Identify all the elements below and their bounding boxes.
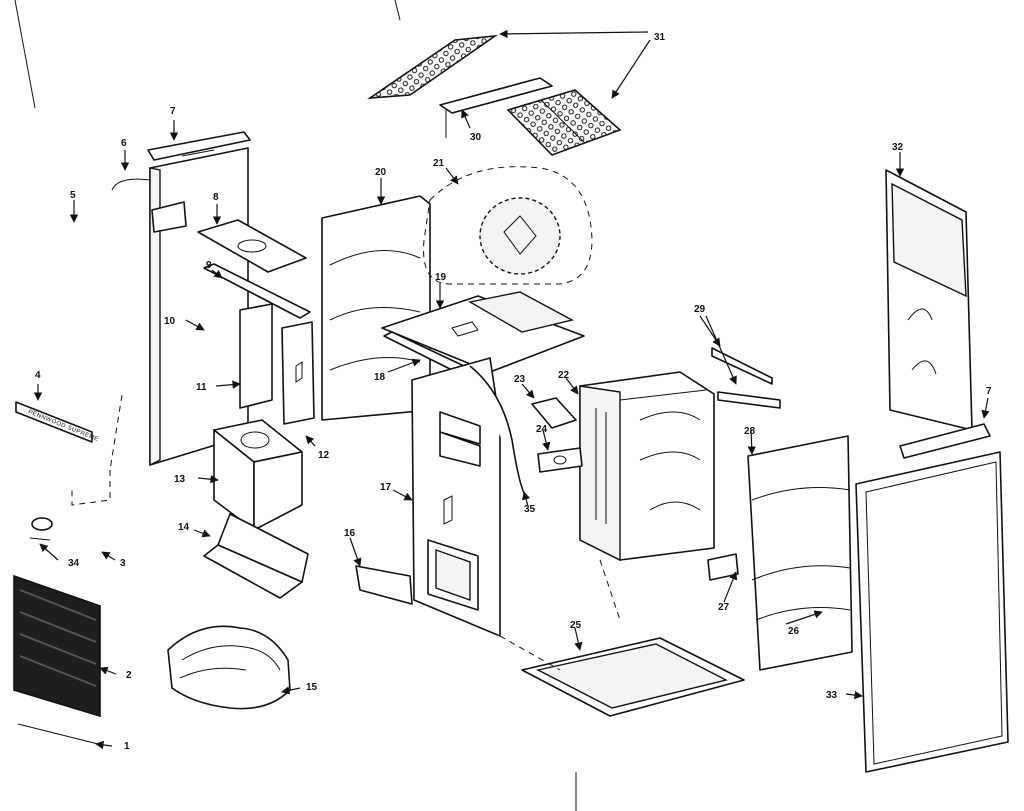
blower-21 [423, 166, 593, 285]
part-label-27: 27 [718, 602, 730, 613]
part-label-25: 25 [570, 620, 582, 631]
bracket-16 [355, 565, 413, 605]
rear-panel-20 [321, 195, 431, 421]
nameplate-text: PENNWOOD SUPREME [27, 409, 99, 443]
rail-9 [203, 263, 311, 319]
part-label-28: 28 [744, 426, 756, 437]
blower-base-13 [213, 419, 303, 531]
part-label-32: 32 [892, 142, 904, 153]
handle-bar-7-right [899, 423, 991, 459]
part-label-31: 31 [654, 32, 666, 43]
dashed-connector [499, 635, 561, 671]
rail-29-a [711, 347, 773, 385]
bracket-27 [707, 553, 739, 581]
part-label-2: 2 [126, 670, 132, 681]
part-label-19: 19 [435, 272, 447, 283]
cover-plate-11 [239, 303, 273, 409]
heat-exchanger-22 [579, 371, 715, 562]
part-label-4: 4 [35, 370, 41, 381]
dashed-connector [599, 559, 621, 621]
cabinet-side-panel [149, 147, 249, 467]
part-label-5: 5 [70, 190, 76, 201]
air-filter-frame [439, 77, 553, 138]
part-label-34: 34 [68, 558, 80, 569]
air-filter-right [506, 89, 622, 156]
nameplate-4: PENNWOOD SUPREME [15, 401, 99, 443]
part-label-17: 17 [380, 482, 392, 493]
cabinet-bracket-6 [111, 178, 187, 233]
small-part-34 [29, 517, 53, 541]
part-label-8: 8 [213, 192, 219, 203]
part-label-35: 35 [524, 504, 536, 515]
part-label-11: 11 [196, 382, 207, 393]
base-edge-1 [17, 723, 99, 745]
part-label-23: 23 [514, 374, 526, 385]
dashed-outline-left [71, 394, 123, 506]
air-filter-left [367, 34, 498, 100]
part-label-29: 29 [694, 304, 706, 315]
tube-35 [469, 365, 527, 497]
filter-grille-2 [13, 574, 101, 718]
part-label-3: 3 [120, 558, 126, 569]
part-label-6: 6 [121, 138, 127, 149]
burner-assembly-24 [537, 447, 583, 473]
part-label-12: 12 [318, 450, 330, 461]
part-label-14: 14 [178, 522, 190, 533]
cover-plate-12 [281, 321, 315, 425]
cabinet-top-panel [147, 131, 251, 161]
part-label-18: 18 [374, 372, 386, 383]
part-label-30: 30 [470, 132, 482, 143]
part-label-20: 20 [375, 167, 387, 178]
part-label-15: 15 [306, 682, 318, 693]
rail-29-b [717, 391, 781, 409]
part-label-26: 26 [788, 626, 800, 637]
border-mark [394, 0, 401, 21]
part-label-9: 9 [206, 260, 212, 271]
part-label-22: 22 [558, 370, 570, 381]
shield-14 [203, 513, 309, 599]
mounting-plate-8 [197, 219, 307, 273]
part-label-7-right: 7 [986, 386, 992, 397]
part-labels: 1 2 3 4 5 6 7 8 9 10 11 12 13 14 15 16 1… [35, 32, 992, 752]
front-panel-17 [411, 357, 501, 637]
part-label-10: 10 [164, 316, 176, 327]
part-label-21: 21 [433, 158, 445, 169]
border-mark [14, 0, 36, 109]
part-label-33: 33 [826, 690, 838, 701]
part-label-13: 13 [174, 474, 186, 485]
part-label-7: 7 [170, 106, 176, 117]
part-label-1: 1 [124, 741, 130, 752]
door-frame-32 [885, 169, 973, 431]
leader-lines [33, 29, 990, 750]
base-pan-25 [521, 637, 745, 717]
part-label-24: 24 [536, 424, 548, 435]
part-label-16: 16 [344, 528, 356, 539]
blower-deck-19 [381, 291, 585, 373]
burner-15 [167, 625, 291, 710]
plate-23 [531, 397, 577, 429]
door-33 [855, 451, 1009, 773]
inner-panel-28 [747, 435, 853, 671]
